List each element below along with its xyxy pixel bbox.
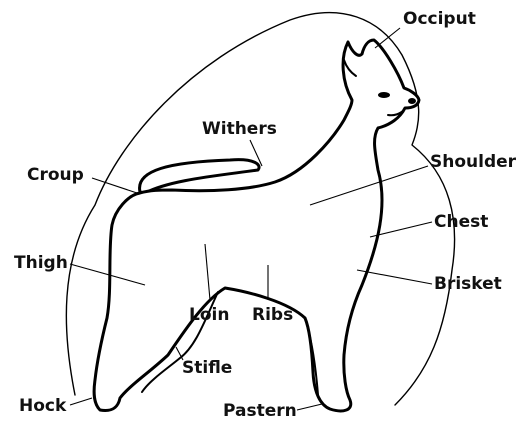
hock-leader — [70, 398, 92, 405]
body — [94, 40, 419, 411]
nose — [408, 98, 416, 104]
brisket-leader — [357, 270, 432, 284]
croup-leader — [92, 178, 140, 194]
croup-label: Croup — [27, 165, 84, 185]
occiput-leader — [375, 28, 400, 48]
hock-label: Hock — [19, 396, 67, 416]
dog-silhouette — [94, 40, 419, 411]
thigh-label: Thigh — [14, 253, 68, 273]
loin-label: Loin — [189, 305, 229, 325]
brisket-label: Brisket — [434, 274, 502, 294]
chest-label: Chest — [434, 212, 488, 232]
pastern-leader — [297, 404, 322, 410]
stifle-label: Stifle — [182, 358, 232, 378]
ribs-label: Ribs — [252, 305, 293, 325]
shoulder-label: Shoulder — [430, 152, 517, 172]
eye — [378, 92, 390, 98]
withers-label: Withers — [202, 119, 277, 139]
pastern-label: Pastern — [223, 401, 297, 421]
occiput-label: Occiput — [403, 9, 476, 29]
